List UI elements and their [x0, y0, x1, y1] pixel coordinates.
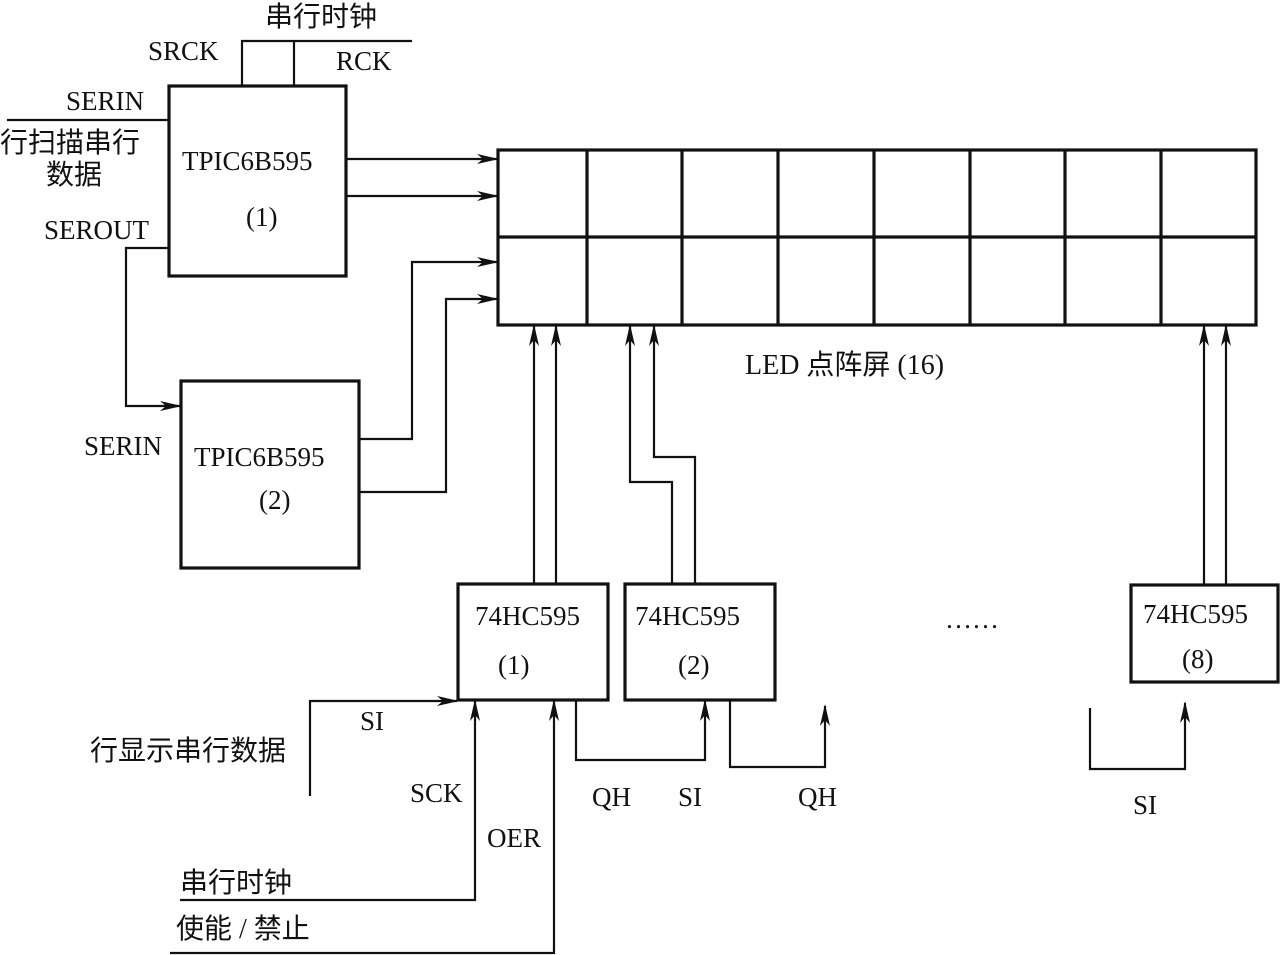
oer-wire	[170, 699, 559, 955]
74hc595-1-index-label: (1)	[498, 650, 529, 680]
led-matrix-screen	[496, 148, 1258, 327]
serial-clock-bottom-label: 串行时钟	[180, 867, 292, 899]
sck-wire	[180, 699, 480, 902]
ellipsis: ……	[945, 604, 999, 634]
si-input-wire	[308, 696, 459, 796]
si-2-label: SI	[678, 782, 702, 812]
74hc595-8-chip-label: 74HC595	[1143, 599, 1248, 629]
tpic6b595-2-box	[179, 379, 361, 570]
rck-label: RCK	[336, 46, 392, 76]
qh-2-output-wire	[728, 700, 830, 769]
tpic6b595-2-index-label: (2)	[259, 485, 290, 515]
74hc595-1-chip-label: 74HC595	[475, 601, 580, 631]
sck-label: SCK	[410, 778, 463, 808]
enable-disable-label: 使能 / 禁止	[176, 913, 310, 945]
qh-to-si-wire	[574, 699, 710, 762]
74hc595-2-chip-label: 74HC595	[635, 601, 740, 631]
row-output-wire	[359, 294, 499, 494]
si-input-label: SI	[360, 706, 384, 736]
srck-label: SRCK	[148, 36, 219, 66]
row-output-wire	[359, 257, 499, 441]
tpic6b595-1-box	[167, 84, 348, 278]
qh-2-label: QH	[798, 782, 837, 812]
74hc595-1-box	[456, 582, 610, 702]
tpic6b595-1-index-label: (1)	[246, 202, 277, 232]
serin-1-label: SERIN	[66, 86, 144, 116]
led-screen-label: LED 点阵屏 (16)	[745, 349, 944, 381]
row-scan-data-label-line1: 行扫描串行	[0, 127, 140, 159]
tpic6b595-1-chip-label: TPIC6B595	[182, 146, 313, 176]
serout-to-serin-wire	[124, 246, 182, 411]
column-output-wire	[625, 324, 674, 584]
74hc595-8-index-label: (8)	[1182, 644, 1213, 674]
serial-clock-top-label: 串行时钟	[265, 1, 377, 33]
row-display-data-label: 行显示串行数据	[90, 735, 286, 767]
serin-2-label: SERIN	[84, 431, 162, 461]
74hc595-8-box	[1129, 583, 1280, 684]
srck-wire	[240, 39, 412, 86]
tpic6b595-2-chip-label: TPIC6B595	[194, 442, 325, 472]
74hc595-2-index-label: (2)	[678, 650, 709, 680]
column-output-wire	[649, 324, 697, 584]
si-8-label: SI	[1133, 790, 1157, 820]
oer-label: OER	[487, 823, 541, 853]
row-scan-data-label-line2: 数据	[46, 159, 102, 191]
serout-label: SEROUT	[44, 215, 150, 245]
si-8-input-wire	[1088, 701, 1190, 771]
qh-1-label: QH	[592, 782, 631, 812]
